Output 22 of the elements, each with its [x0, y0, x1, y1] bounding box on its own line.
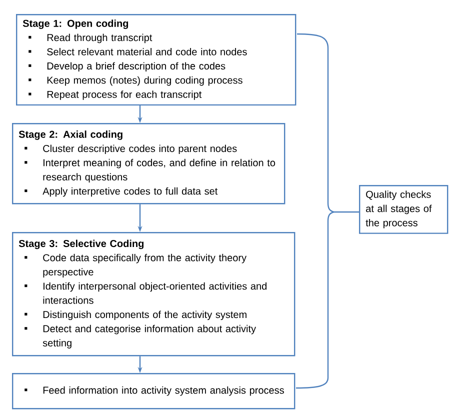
bullet-item: Apply interpretive codes to full data set — [24, 187, 218, 197]
bullet-item: Distinguish components of the activity system — [24, 310, 246, 320]
stage-box — [12, 232, 296, 356]
bullet-item: Select relevant material and code into nodes — [28, 48, 247, 56]
stage-heading: Stage 3: Selective Coding — [18, 240, 144, 250]
note-text: Quality checks at all stages of the process — [366, 190, 432, 228]
bullet-item: Read through transcript — [28, 34, 152, 44]
bullet-item: Cluster descriptive codes into parent nodes — [24, 144, 237, 154]
bullet-item: Identify interpersonal object-oriented activities and interactions — [24, 282, 266, 304]
stage-box — [16, 14, 296, 106]
bullet-item: Repeat process for each transcript — [28, 90, 202, 100]
stage-heading: Stage 2: Axial coding — [18, 130, 122, 140]
bullet-item: Develop a brief description of the codes — [28, 62, 226, 72]
stage-box — [12, 123, 286, 204]
output-box — [12, 372, 296, 410]
bullet-item: Keep memos (notes) during coding process — [28, 76, 242, 86]
note-box — [359, 185, 448, 234]
bullet-item: Feed information into activity system analysis process — [24, 386, 284, 396]
bullet-item: Interpret meaning of codes, and define in relation to research questions — [24, 158, 276, 182]
stage-heading: Stage 1: Open coding — [22, 20, 128, 29]
bullet-item: Detect and categorise information about activity setting — [24, 324, 256, 348]
bullet-item: Code data specifically from the activity theory perspective — [24, 254, 247, 278]
